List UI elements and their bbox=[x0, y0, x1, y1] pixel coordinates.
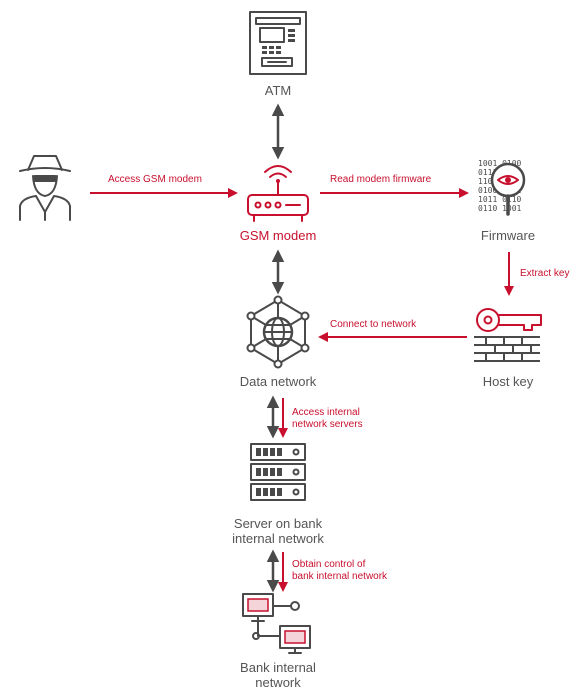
key-icon bbox=[474, 308, 542, 362]
server-node: Server on bank internal network bbox=[232, 443, 324, 546]
obtain-control-label-2: bank internal network bbox=[292, 571, 388, 582]
extract-key-label: Extract key bbox=[520, 268, 569, 279]
router-icon bbox=[247, 165, 309, 222]
bank-network-label-2: network bbox=[255, 675, 301, 690]
gsm-modem-node: GSM modem bbox=[240, 165, 317, 243]
bank-network-label-1: Bank internal bbox=[240, 660, 316, 675]
host-key-label: Host key bbox=[483, 374, 534, 389]
connect-network-label: Connect to network bbox=[330, 319, 417, 330]
computers-icon bbox=[242, 593, 311, 654]
atm-icon bbox=[249, 11, 307, 75]
access-servers-label-2: network servers bbox=[292, 419, 363, 430]
obtain-control-label-1: Obtain control of bbox=[292, 559, 366, 570]
atm-label: ATM bbox=[265, 83, 291, 98]
bank-network-node: Bank internal network bbox=[240, 593, 316, 690]
server-label-2: internal network bbox=[232, 531, 324, 546]
firmware-label: Firmware bbox=[481, 228, 535, 243]
hacker-icon bbox=[19, 155, 71, 221]
gsm-modem-label: GSM modem bbox=[240, 228, 317, 243]
svg-text:1011 0110: 1011 0110 bbox=[478, 195, 522, 204]
access-gsm-label: Access GSM modem bbox=[108, 174, 202, 185]
read-firmware-label: Read modem firmware bbox=[330, 174, 432, 185]
data-network-label: Data network bbox=[240, 374, 317, 389]
svg-text:0110 1001: 0110 1001 bbox=[478, 204, 522, 213]
host-key-node: Host key bbox=[474, 308, 542, 389]
server-label-1: Server on bank bbox=[234, 516, 323, 531]
svg-text:1001 0100: 1001 0100 bbox=[478, 159, 522, 168]
data-network-node: Data network bbox=[240, 295, 317, 389]
atm-node: ATM bbox=[249, 11, 307, 98]
server-icon bbox=[250, 443, 306, 501]
network-icon bbox=[246, 295, 310, 369]
access-servers-label-1: Access internal bbox=[292, 407, 360, 418]
